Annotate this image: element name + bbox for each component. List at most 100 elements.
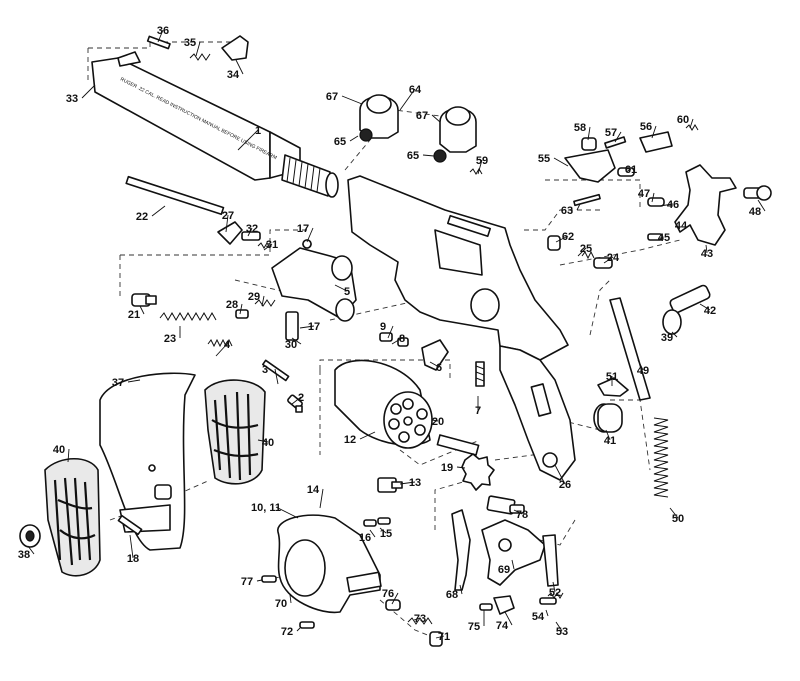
barrel: RUGER .22 CAL. READ INSTRUCTION MANUAL B… bbox=[91, 51, 339, 198]
part-number-label-70: 70 bbox=[275, 598, 287, 610]
part-number-label-39: 39 bbox=[661, 332, 673, 344]
part-number-label-32: 32 bbox=[246, 223, 258, 235]
part-number-label-33: 33 bbox=[66, 93, 78, 105]
grip-screw-ferrule bbox=[19, 524, 41, 548]
part-number-label-40b: 40 bbox=[262, 437, 274, 449]
part-number-label-28: 28 bbox=[226, 299, 238, 311]
part-number-label-30: 30 bbox=[285, 339, 297, 351]
part-number-label-35: 35 bbox=[184, 37, 196, 49]
part-number-label-52: 52 bbox=[549, 587, 561, 599]
trigger-guard bbox=[277, 514, 382, 614]
leader-line-part-45 bbox=[659, 236, 665, 239]
leader-line-part-41 bbox=[605, 429, 611, 441]
leader-line-part-20 bbox=[431, 419, 439, 422]
rear-sight-base bbox=[564, 149, 616, 183]
leader-line-part-73 bbox=[413, 617, 421, 621]
part-number-label-61: 61 bbox=[625, 164, 637, 176]
grip-pin bbox=[117, 514, 143, 536]
leader-line-part-26 bbox=[554, 464, 566, 485]
crane-spring bbox=[159, 311, 217, 322]
sight-pin bbox=[146, 35, 171, 50]
part-number-label-17a: 17 bbox=[297, 223, 309, 235]
part-number-label-62: 62 bbox=[562, 231, 574, 243]
part-number-label-27: 27 bbox=[222, 210, 234, 222]
leader-line-part-19 bbox=[456, 466, 466, 469]
part-number-label-23: 23 bbox=[164, 333, 176, 345]
leader-line-part-67a bbox=[341, 95, 363, 105]
leader-line-part-37 bbox=[127, 379, 141, 383]
part-number-label-67b: 67 bbox=[416, 110, 428, 122]
leader-line-part-71 bbox=[435, 635, 445, 639]
leader-line-part-27 bbox=[225, 214, 229, 233]
ejector-spring bbox=[207, 338, 233, 348]
leader-line-part-42 bbox=[699, 303, 711, 311]
leader-line-part-14 bbox=[319, 488, 324, 509]
leader-line-part-33 bbox=[81, 84, 96, 99]
part-number-label-36: 36 bbox=[157, 25, 169, 37]
part-number-label-38: 38 bbox=[18, 549, 30, 561]
part-number-label-40a: 40 bbox=[53, 444, 65, 456]
leader-line-part-32 bbox=[247, 227, 253, 237]
part-number-label-15: 15 bbox=[380, 528, 392, 540]
part-number-label-67a: 67 bbox=[326, 91, 338, 103]
leader-line-part-16 bbox=[369, 529, 376, 538]
leader-line-part-62 bbox=[555, 235, 569, 243]
part-number-label-14: 14 bbox=[307, 484, 320, 496]
part-number-label-13: 13 bbox=[409, 477, 421, 489]
leader-line-part-9 bbox=[387, 325, 394, 339]
leader-line-part-2 bbox=[291, 396, 302, 405]
part-number-label-78: 78 bbox=[516, 509, 528, 521]
part-number-label-34: 34 bbox=[227, 69, 240, 81]
leader-line-part-5 bbox=[334, 284, 348, 292]
grip-panel-right bbox=[204, 379, 266, 485]
hammer-strut bbox=[609, 297, 651, 401]
trigger bbox=[451, 509, 471, 591]
leader-line-part-78 bbox=[513, 509, 523, 515]
leader-line-part-67b bbox=[431, 114, 441, 123]
leader-line-part-72 bbox=[296, 627, 301, 632]
part-number-label-1: 1 bbox=[255, 125, 261, 137]
cylinder-latch-plunger bbox=[421, 339, 449, 371]
leader-line-part-40b bbox=[257, 439, 269, 443]
leader-line-part-6 bbox=[429, 361, 440, 368]
leader-line-part-35 bbox=[195, 41, 201, 57]
part-number-label-43: 43 bbox=[701, 248, 713, 260]
ejector-star bbox=[436, 434, 495, 491]
leader-line-part-17b bbox=[299, 325, 315, 329]
part-number-label-22: 22 bbox=[136, 211, 148, 223]
trigger-link bbox=[542, 534, 559, 587]
leader-lines bbox=[27, 29, 766, 639]
part-number-label-55: 55 bbox=[538, 153, 550, 165]
leader-line-part-38 bbox=[27, 545, 35, 555]
part-number-label-8: 8 bbox=[399, 333, 405, 345]
mainspring-seat bbox=[593, 403, 623, 433]
part-number-label-64: 64 bbox=[409, 84, 422, 96]
part-number-label-72: 72 bbox=[281, 626, 293, 638]
part-number-label-5: 5 bbox=[344, 286, 350, 298]
part-number-label-57: 57 bbox=[605, 127, 617, 139]
leader-line-part-63 bbox=[576, 203, 581, 211]
part-number-label-26: 26 bbox=[559, 479, 571, 491]
cylinder bbox=[334, 359, 433, 449]
rear-sight-pin bbox=[604, 136, 627, 149]
leader-line-part-4 bbox=[215, 343, 228, 357]
part-number-label-29: 29 bbox=[248, 291, 260, 303]
leader-line-part-74 bbox=[504, 611, 513, 626]
leader-line-part-65b bbox=[422, 154, 435, 157]
part-number-label-50: 50 bbox=[672, 513, 684, 525]
part-number-label-12: 12 bbox=[344, 434, 356, 446]
part-number-label-76: 76 bbox=[382, 588, 394, 600]
part-number-label-17b: 17 bbox=[308, 321, 320, 333]
revolver-frame bbox=[347, 175, 576, 481]
leader-line-part-10-11 bbox=[275, 506, 299, 519]
part-number-label-51: 51 bbox=[606, 371, 618, 383]
rear-sight-blade bbox=[639, 131, 673, 153]
part-number-label-9: 9 bbox=[380, 321, 386, 333]
leader-line-part-48 bbox=[757, 199, 766, 212]
pawl-assembly bbox=[481, 519, 546, 586]
leader-line-part-77 bbox=[256, 579, 263, 582]
part-number-label-59: 59 bbox=[476, 155, 488, 167]
part-number-label-69: 69 bbox=[498, 564, 510, 576]
leader-line-part-47 bbox=[651, 192, 655, 203]
